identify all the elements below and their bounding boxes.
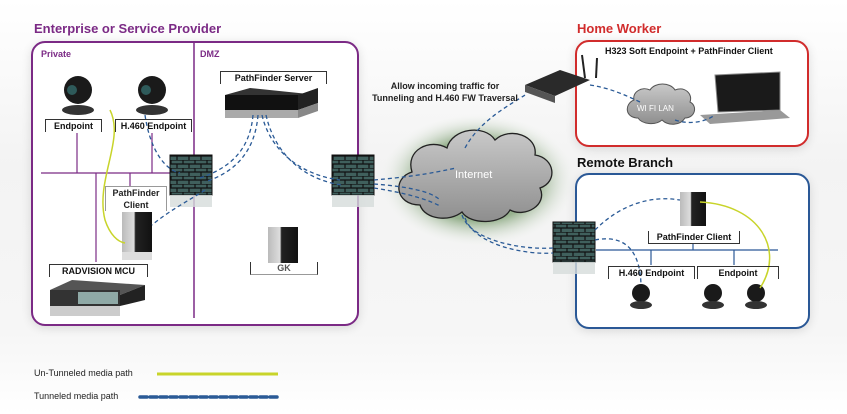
firewall-icon-branch <box>552 221 596 274</box>
remote-branch-title: Remote Branch <box>577 155 674 170</box>
private-zone-label: Private <box>41 49 72 59</box>
router-icon <box>525 54 598 103</box>
server-icon-branch-client <box>680 192 706 226</box>
h460-endpoint-label: H.460 Endpoint <box>115 119 192 132</box>
firewall-icon-dmz <box>331 154 375 207</box>
camera-icon-endpoint <box>62 76 94 115</box>
gk-label: GK <box>250 262 318 275</box>
branch-lan-lines <box>596 243 778 265</box>
traversal-note: Allow incoming traffic for Tunneling and… <box>372 81 518 103</box>
wifi-lan-cloud-icon <box>626 83 696 125</box>
mcu-icon <box>50 280 145 316</box>
home-worker-title: Home Worker <box>577 21 662 36</box>
cameras <box>62 76 767 309</box>
branch-pathfinder-client-label: PathFinder Client <box>648 231 740 244</box>
pathfinder-server-label: PathFinder Server <box>220 71 327 84</box>
mcu-label: RADVISION MCU <box>49 264 148 277</box>
camera-icon-branch-ep2 <box>745 284 767 309</box>
tunneled-paths <box>144 84 716 286</box>
firewall-icon-private <box>169 154 213 207</box>
untunneled-paths <box>102 109 771 289</box>
legend-tunneled-label: Tunneled media path <box>34 391 119 401</box>
server-icon-gk <box>268 227 298 263</box>
home-device-label: H323 Soft Endpoint + PathFinder Client <box>605 46 773 56</box>
endpoint-label: Endpoint <box>45 119 102 132</box>
laptop-icon <box>700 71 790 124</box>
camera-icon-branch-h460 <box>630 284 652 309</box>
internet-cloud-icon <box>398 129 553 223</box>
server-icon-pathfinder-client <box>122 212 152 260</box>
pathfinder-server-icon <box>225 88 318 118</box>
branch-endpoint-label: Endpoint <box>697 266 779 279</box>
pathfinder-client-label: PathFinder Client <box>105 186 167 211</box>
wifi-lan-label: WI FI LAN <box>637 104 674 113</box>
camera-icon-h460 <box>136 76 168 115</box>
dmz-zone-label: DMZ <box>200 49 220 59</box>
camera-icon-branch-ep1 <box>702 284 724 309</box>
branch-h460-endpoint-label: H.460 Endpoint <box>608 266 695 279</box>
private-lan-lines <box>41 133 194 262</box>
legend-untunneled-label: Un-Tunneled media path <box>34 368 133 378</box>
enterprise-title: Enterprise or Service Provider <box>34 21 222 36</box>
internet-label: Internet <box>455 169 493 181</box>
